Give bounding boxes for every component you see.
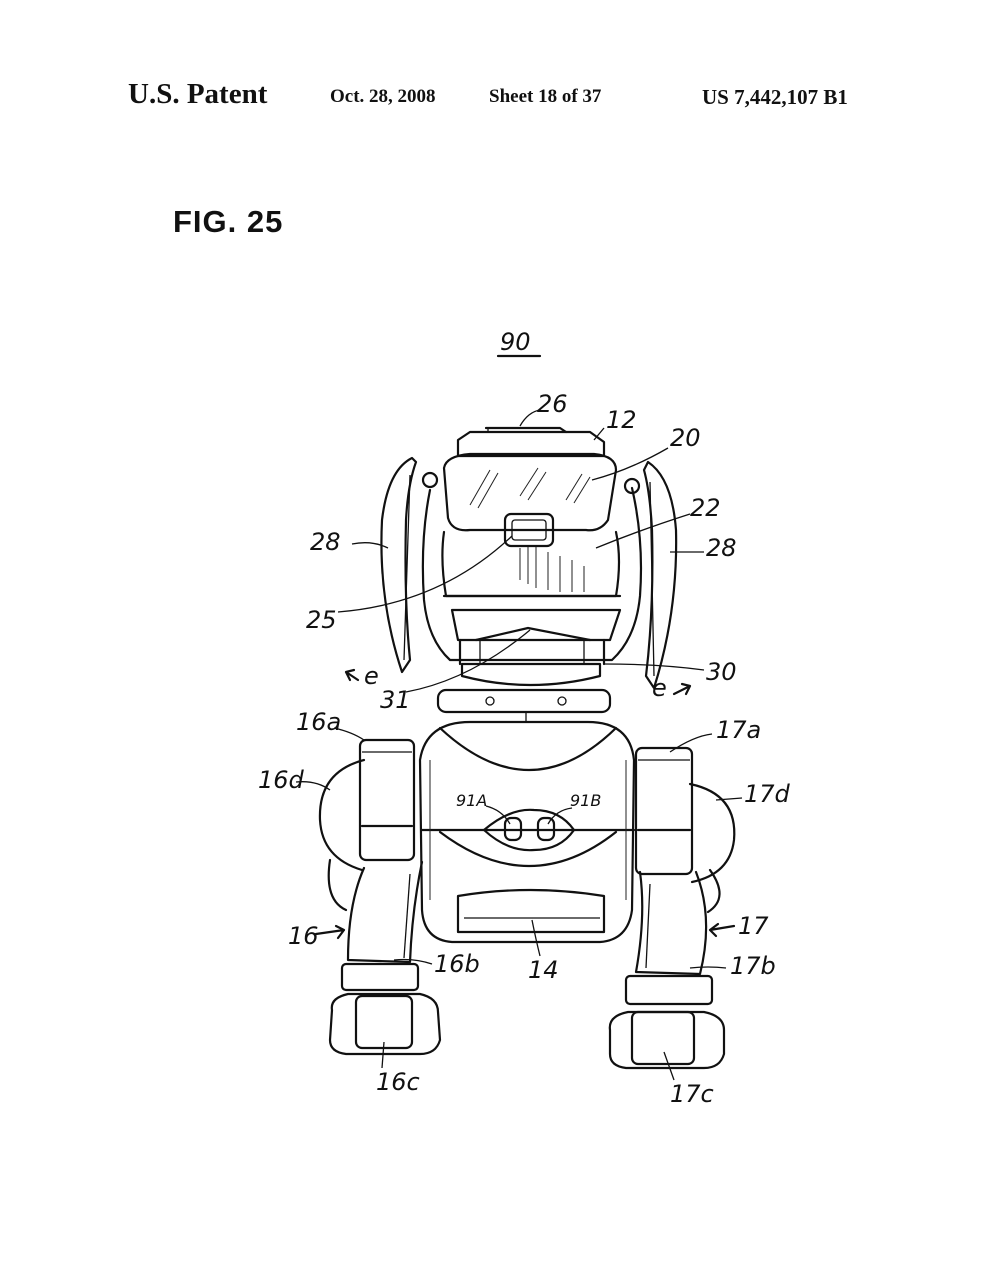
sensor-91a xyxy=(503,816,523,842)
patent-header-date: Oct. 28, 2008 xyxy=(330,86,436,107)
ref-22: 22 xyxy=(690,494,721,522)
arrow-e-right xyxy=(672,682,692,696)
ref-16a: 16a xyxy=(296,708,341,736)
ref-30: 30 xyxy=(706,658,737,686)
ref-16d: 16d xyxy=(258,766,305,794)
ref-90: 90 xyxy=(500,328,531,356)
ref-14: 14 xyxy=(528,956,559,984)
ref-25: 25 xyxy=(306,606,337,634)
ref-16c: 16c xyxy=(376,1068,420,1096)
right-ear xyxy=(642,460,678,690)
ref-20: 20 xyxy=(670,424,701,452)
head-top-cap xyxy=(456,430,606,458)
left-shoulder-pad xyxy=(318,758,366,872)
right-wrist xyxy=(624,974,714,1006)
ref-16: 16 xyxy=(288,922,319,950)
chest-arc xyxy=(438,726,618,771)
right-shoulder-block xyxy=(634,746,694,876)
patent-header-title: U.S. Patent xyxy=(128,78,268,110)
face-cheeks xyxy=(441,530,621,598)
jaw-base xyxy=(460,662,602,687)
ref-16b: 16b xyxy=(434,950,480,978)
belly-panel xyxy=(456,888,606,934)
arrow-16 xyxy=(314,924,346,940)
right-paw xyxy=(608,1010,726,1070)
left-paw xyxy=(328,992,442,1056)
ref-e-right: e xyxy=(652,674,667,702)
ref-17: 17 xyxy=(738,912,769,940)
torso xyxy=(418,720,636,944)
ref-17d: 17d xyxy=(744,780,791,808)
head-crest xyxy=(484,426,568,434)
mouth xyxy=(450,608,622,642)
right-forearm xyxy=(634,870,708,976)
visor-panel xyxy=(442,452,618,532)
left-leg xyxy=(318,738,442,1056)
ref-26: 26 xyxy=(537,390,568,418)
patent-header-number: US 7,442,107 B1 xyxy=(702,85,848,109)
ref-17b: 17b xyxy=(730,952,776,980)
ref-12: 12 xyxy=(606,406,637,434)
neck-collar xyxy=(436,688,612,714)
arrow-e-left xyxy=(344,668,360,682)
sensor-91b xyxy=(536,816,556,842)
ref-28-left: 28 xyxy=(310,528,341,556)
left-shoulder-block xyxy=(358,738,416,862)
right-leg xyxy=(608,746,736,1070)
patent-header-sheet: Sheet 18 of 37 xyxy=(489,86,602,107)
left-wrist xyxy=(340,962,420,992)
head xyxy=(421,426,643,722)
ref-91a: 91A xyxy=(456,791,487,810)
arrow-17 xyxy=(708,922,736,938)
ref-17a: 17a xyxy=(716,716,761,744)
ref-28-right: 28 xyxy=(706,534,737,562)
sensor-pod xyxy=(482,808,576,852)
head-shell xyxy=(421,486,643,662)
ref-e-left: e xyxy=(364,662,379,690)
left-forearm xyxy=(346,860,424,964)
figure-label: FIG. 25 xyxy=(173,204,284,239)
ref-17c: 17c xyxy=(670,1080,714,1108)
nose-sensor xyxy=(503,512,555,548)
ref-31: 31 xyxy=(380,686,411,714)
left-ear xyxy=(380,456,418,674)
ref-91b: 91B xyxy=(570,791,601,810)
